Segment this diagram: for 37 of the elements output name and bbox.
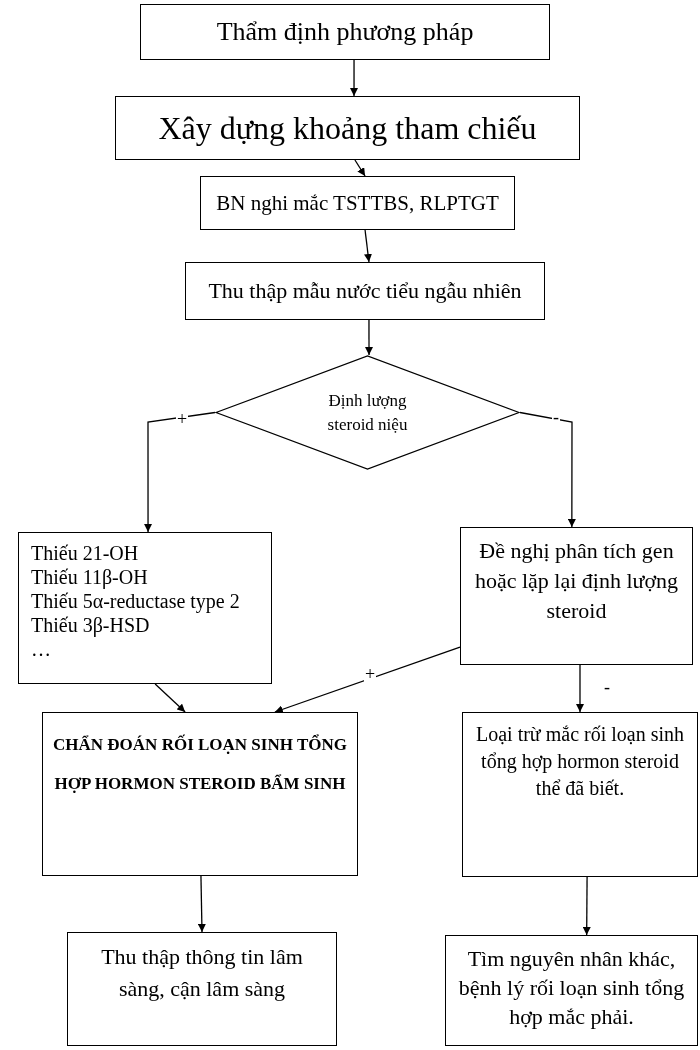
arrow — [350, 59, 358, 97]
arrow — [582, 876, 591, 936]
node-text: Thẩm định phương pháp — [216, 17, 474, 47]
process-box — [200, 176, 515, 230]
decision-diamond — [215, 355, 520, 470]
process-box — [42, 712, 358, 876]
node-text: Xây dựng khoảng tham chiếu — [158, 110, 537, 146]
process-box — [67, 932, 337, 1046]
arrow — [364, 229, 372, 263]
process-box — [185, 262, 545, 320]
node-text: Định lượng steroid niệu — [326, 389, 409, 436]
node-text: Loại trừ mắc rối loạn sinh tổng hợp hormon steroid thể đã biết. — [475, 722, 685, 801]
node-text: Thiếu 11β-OH — [31, 565, 148, 589]
arrow — [274, 646, 461, 714]
node-text: Thu thập thông tin lâm sàng, cận lâm sàng — [100, 943, 304, 1003]
arrow — [519, 411, 576, 528]
node-text: Đề nghị phân tích gen hoặc lặp lại định lượng steroid — [473, 537, 680, 625]
arrow — [197, 875, 206, 933]
process-box — [460, 527, 693, 665]
arrow — [576, 664, 584, 713]
node-text: Thiếu 5α-reductase type 2 — [31, 589, 240, 613]
node-text: Thiếu 21-OH — [31, 541, 139, 565]
process-box — [462, 712, 698, 877]
arrow — [154, 683, 186, 713]
node-text: Tìm nguyên nhân khác, bệnh lý rối loạn sinh tổng hợp mắc phải. — [457, 945, 686, 1031]
node-text: BN nghi mắc TSTTBS, RLPTGT — [216, 190, 499, 216]
node-text: Thu thập mẫu nước tiểu ngẫu nhiên — [208, 278, 522, 304]
arrow — [144, 411, 216, 533]
process-box — [140, 4, 550, 60]
node-text: … — [31, 637, 51, 661]
process-box — [445, 935, 698, 1046]
node-text: CHẨN ĐOÁN RỐI LOẠN SINH TỔNG HỢP HORMON STEROID BẨM SINH — [52, 733, 348, 795]
arrow — [354, 159, 366, 177]
arrow — [365, 319, 373, 356]
node-text: Thiếu 3β-HSD — [31, 613, 150, 637]
process-box — [115, 96, 580, 160]
process-box — [18, 532, 272, 684]
